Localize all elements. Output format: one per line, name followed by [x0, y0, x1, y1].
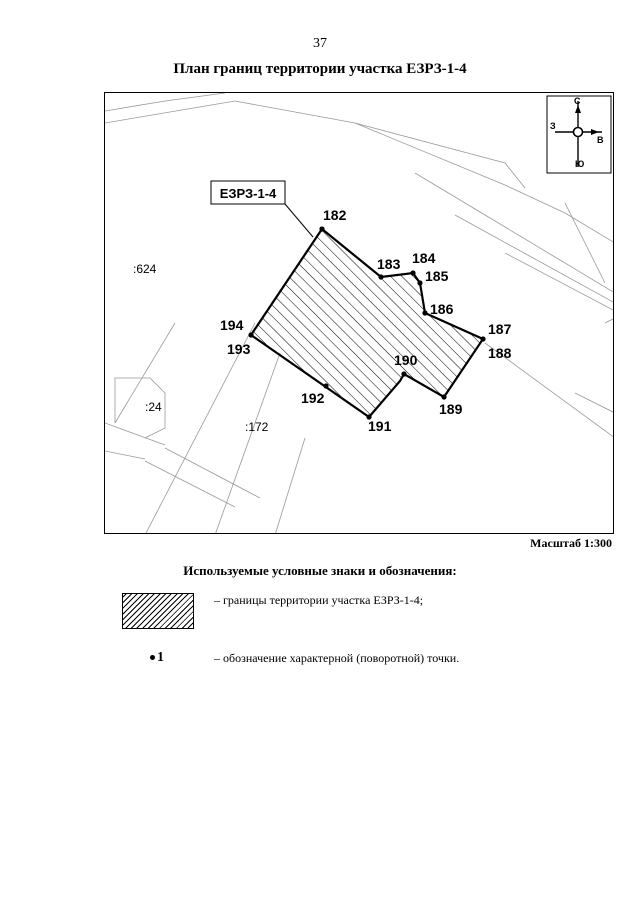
- map-frame: ЕЗРЗ-1-4 182 183 184 185 186 187 188 189…: [104, 92, 614, 534]
- point-label-189: 189: [439, 401, 463, 417]
- legend-point-number: 1: [157, 650, 164, 665]
- point-marker-189: [441, 394, 447, 400]
- plan-title: План границ территории участка ЕЗРЗ-1-4: [173, 61, 467, 77]
- point-label-184: 184: [412, 250, 436, 266]
- point-marker-192: [323, 383, 329, 389]
- north-arrow-icon: [575, 105, 581, 113]
- legend-text-boundary: – границы территории участка ЕЗРЗ-1-4;: [214, 593, 424, 607]
- point-marker-191: [366, 414, 372, 420]
- point-label-192: 192: [301, 390, 325, 406]
- point-label-188: 188: [488, 345, 512, 361]
- parcel-label-172: :172: [245, 420, 269, 434]
- point-marker-187: [480, 336, 486, 342]
- map-svg: ЕЗРЗ-1-4 182 183 184 185 186 187 188 189…: [105, 93, 613, 533]
- point-label-185: 185: [425, 268, 449, 284]
- legend-hatch-swatch: [122, 593, 194, 629]
- point-marker-194: [248, 332, 254, 338]
- zone-polygon[interactable]: [249, 227, 485, 419]
- point-label-191: 191: [368, 418, 392, 434]
- point-marker-183: [378, 274, 384, 280]
- compass-east: В: [597, 135, 604, 145]
- point-marker-186: [422, 310, 428, 316]
- parcel-label-24: :24: [145, 400, 162, 414]
- scale-label: Масштаб 1:300: [530, 536, 612, 550]
- vertex-markers: [248, 226, 486, 420]
- legend-title: Используемые условные знаки и обозначени…: [183, 563, 457, 578]
- point-label-190: 190: [394, 352, 418, 368]
- point-labels: 182 183 184 185 186 187 188 189 190 191 …: [220, 207, 512, 434]
- east-arrow-icon: [591, 129, 599, 135]
- cadastral-lines: [105, 93, 613, 533]
- parcel-label-624: :624: [133, 262, 157, 276]
- compass-rose: С Ю З В: [546, 95, 612, 174]
- compass-west: З: [550, 121, 556, 131]
- zone-label: ЕЗРЗ-1-4: [210, 180, 314, 238]
- point-marker-185: [417, 280, 423, 286]
- point-marker-182: [319, 226, 325, 232]
- page-number: 37: [313, 36, 327, 51]
- point-label-182: 182: [323, 207, 347, 223]
- legend-text-point: – обозначение характерной (поворотной) т…: [214, 651, 460, 665]
- point-label-187: 187: [488, 321, 512, 337]
- point-label-194: 194: [220, 317, 244, 333]
- parcel-labels: :624 :24 :172: [133, 262, 269, 434]
- compass-south: Ю: [575, 159, 584, 169]
- point-dot-icon: [150, 655, 155, 661]
- point-label-186: 186: [430, 301, 454, 317]
- point-marker-190: [401, 371, 407, 377]
- zone-label-text: ЕЗРЗ-1-4: [220, 186, 277, 201]
- point-label-183: 183: [377, 256, 401, 272]
- legend-point-symbol: 1: [150, 650, 164, 666]
- point-label-193: 193: [227, 341, 251, 357]
- compass-north: С: [574, 96, 581, 106]
- point-marker-184: [410, 270, 416, 276]
